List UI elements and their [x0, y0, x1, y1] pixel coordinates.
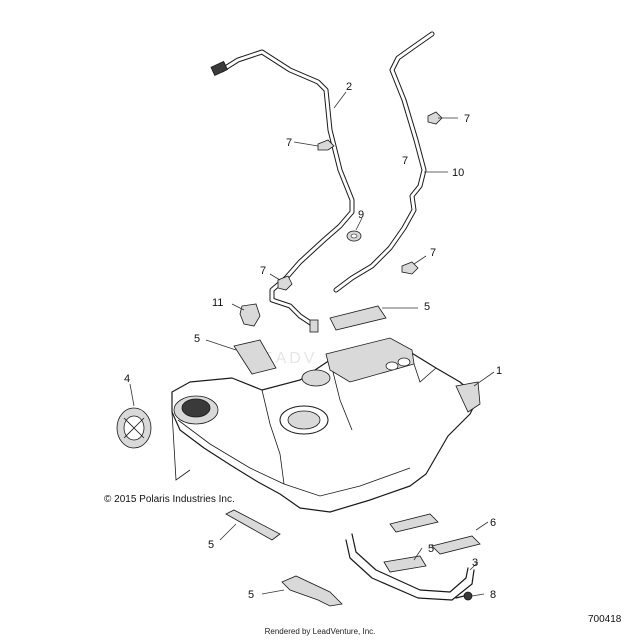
clip-part-7-mid[interactable]: [317, 139, 335, 151]
callout-1: 1: [496, 365, 502, 377]
callout-4: 4: [124, 373, 130, 385]
clip-part-7-right[interactable]: [401, 261, 419, 275]
callout-11: 11: [212, 297, 223, 309]
callout-10: 10: [452, 167, 464, 179]
strap-part-3[interactable]: [345, 533, 475, 601]
callout-9: 9: [358, 209, 364, 221]
callout-5-bottom-right: 5: [428, 543, 434, 555]
callout-5-bottom-curved: 5: [248, 589, 254, 601]
pad-part-5-bottom-curved[interactable]: [281, 575, 343, 607]
vent-line-part-2[interactable]: [210, 49, 355, 333]
fuel-cap-part-4[interactable]: [116, 407, 152, 449]
pad-part-5-strap[interactable]: [383, 555, 427, 573]
callout-2: 2: [346, 81, 352, 93]
callout-3: 3: [472, 557, 478, 569]
screw-part-8[interactable]: [455, 591, 473, 601]
pad-part-5-top[interactable]: [329, 305, 387, 331]
callout-7-left: 7: [260, 265, 266, 277]
callout-5-left: 5: [194, 333, 200, 345]
clip-part-7-top-right[interactable]: [427, 111, 443, 125]
copyright-text: © 2015 Polaris Industries Inc.: [104, 494, 235, 505]
clip-part-7-left[interactable]: [277, 275, 293, 291]
fuel-tank-part-1[interactable]: [171, 337, 481, 513]
callout-5-top: 5: [424, 301, 430, 313]
leader-lines: [129, 91, 495, 597]
callout-7-upper: 7: [402, 155, 408, 167]
callout-6: 6: [490, 517, 496, 529]
pad-part-5-bottom-right[interactable]: [389, 513, 439, 533]
pad-part-5-left[interactable]: [233, 339, 277, 375]
callout-7-top-right: 7: [464, 113, 470, 125]
pad-part-6[interactable]: [431, 535, 481, 555]
valve-part-11[interactable]: [239, 303, 261, 327]
callout-7-right: 7: [430, 247, 436, 259]
diagram-reference-number: 700418: [588, 614, 622, 625]
grommet-part-9[interactable]: [346, 230, 362, 242]
callout-5-bottom-left: 5: [208, 539, 214, 551]
vent-line-part-10[interactable]: [333, 31, 435, 293]
footer-credit: Rendered by LeadVenture, Inc.: [264, 627, 376, 636]
callout-7-mid: 7: [286, 137, 292, 149]
pad-part-5-bottom-left[interactable]: [225, 509, 281, 541]
callout-8: 8: [490, 589, 496, 601]
